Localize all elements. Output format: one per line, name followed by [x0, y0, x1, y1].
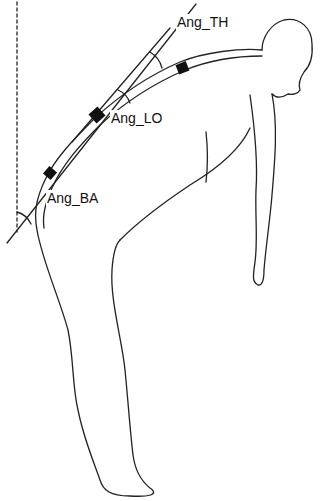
head-outline — [262, 20, 312, 97]
front-torso — [120, 128, 250, 240]
vertical-reference — [16, 2, 17, 232]
angle-arc — [17, 212, 31, 224]
arm-outline — [250, 94, 275, 285]
body-outline — [36, 50, 262, 497]
sensor-marker — [43, 166, 57, 180]
angle-arc — [150, 52, 162, 68]
arm-back-edge — [206, 132, 208, 182]
angle-label: Ang_TH — [176, 14, 229, 30]
sensor-marker — [89, 107, 106, 124]
back-line — [43, 56, 262, 228]
sensor-marker — [175, 61, 189, 74]
angle-label: Ang_BA — [46, 190, 99, 206]
angle-label: Ang_LO — [110, 110, 163, 126]
